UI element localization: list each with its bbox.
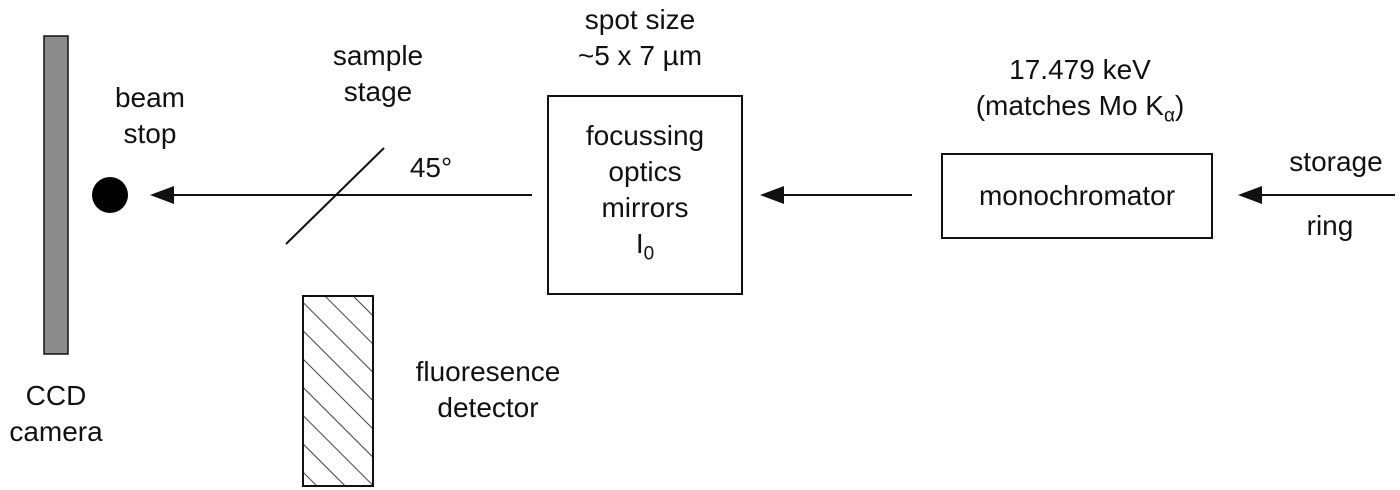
arrowhead-mono-to-optics [760, 186, 784, 204]
optics-label-line2: optics [608, 156, 682, 187]
optics-box [547, 95, 743, 295]
spot-size-label-line1: spot size [584, 4, 696, 35]
beam-stop-label: beam stop [100, 80, 200, 152]
fluorescence-label-line1: fluoresence [415, 356, 561, 387]
sample-stage-label: sample stage [318, 38, 438, 110]
ccd-camera-label: CCD camera [6, 378, 106, 450]
energy-label-line2: (matches Mo Kα) [975, 90, 1185, 127]
fluorescence-label-line2: detector [437, 392, 539, 423]
angle-label: 45° [409, 152, 453, 183]
beam-stop-label-line2: stop [123, 118, 177, 149]
spot-size-label-line2: ~5 x 7 µm [577, 40, 703, 71]
arrowhead-optics-to-beamstop [150, 186, 174, 204]
optics-label: focussing optics mirrors I0 [548, 118, 742, 273]
fluorescence-detector-box [302, 295, 374, 487]
monochromator-box [941, 153, 1213, 239]
ccd-label-line2: camera [9, 416, 103, 447]
beam-stop-label-line1: beam [114, 82, 186, 113]
sample-stage-label-line1: sample [332, 40, 424, 71]
optics-label-line4: I0 [635, 228, 655, 265]
arrowhead-storage-to-mono [1238, 186, 1262, 204]
fluorescence-detector-label: fluoresence detector [388, 354, 588, 426]
ccd-camera-bar [43, 35, 69, 355]
storage-ring-bottom-label: ring [1306, 210, 1354, 241]
energy-label: 17.479 keV (matches Mo Kα) [930, 52, 1230, 135]
ccd-label-line1: CCD [25, 380, 87, 411]
monochromator-label: monochromator [978, 180, 1176, 211]
energy-label-line1: 17.479 keV [1009, 54, 1151, 85]
sample-stage-label-line2: stage [343, 76, 413, 107]
optics-label-line1: focussing [585, 120, 705, 151]
beam-stop-circle [92, 177, 128, 213]
storage-ring-top-label: storage [1289, 146, 1383, 177]
optics-label-line3: mirrors [601, 192, 689, 223]
spot-size-label: spot size ~5 x 7 µm [548, 2, 732, 74]
